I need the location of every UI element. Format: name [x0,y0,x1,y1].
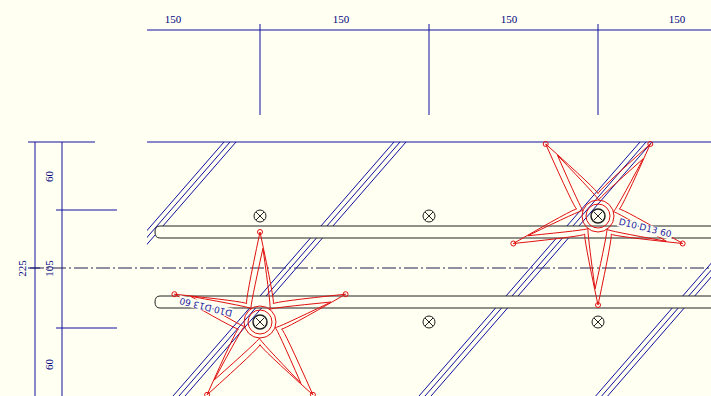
extension-line [429,24,430,115]
anchor-star [511,141,685,307]
bar-section [591,209,605,223]
diagonal-bar [602,160,711,396]
bar-section [423,316,435,328]
dimension-text: 150 [165,14,182,25]
dimension-line [35,142,36,396]
slab-edge [147,141,711,142]
diagonal-bar [596,160,711,396]
dimension-text: 105 [44,260,55,277]
diagonal-bar [147,142,236,396]
dimension-text: 150 [669,14,686,25]
extension-line [28,142,95,143]
dimension-text: 60 [44,171,55,182]
diagonal-bar [179,142,400,396]
center-line [30,268,711,269]
extension-line [56,328,117,329]
dimension-text: 60 [44,359,55,370]
bar-section [254,210,266,222]
extension-line [56,210,117,211]
diagonal-bar [425,142,646,396]
dimension-line [62,142,63,396]
dimension-text: 150 [333,14,350,25]
dimension-text: 225 [17,260,28,277]
diagonal-bar [419,142,640,396]
anchor-star [172,230,348,396]
extension-line [598,24,599,115]
diagonal-bar [185,142,406,396]
bar-section [253,315,267,329]
diagonal-bar [173,142,394,396]
bar-section [592,316,604,328]
dimension-text: 150 [501,14,518,25]
extension-line [260,24,261,115]
bar-section [423,210,435,222]
